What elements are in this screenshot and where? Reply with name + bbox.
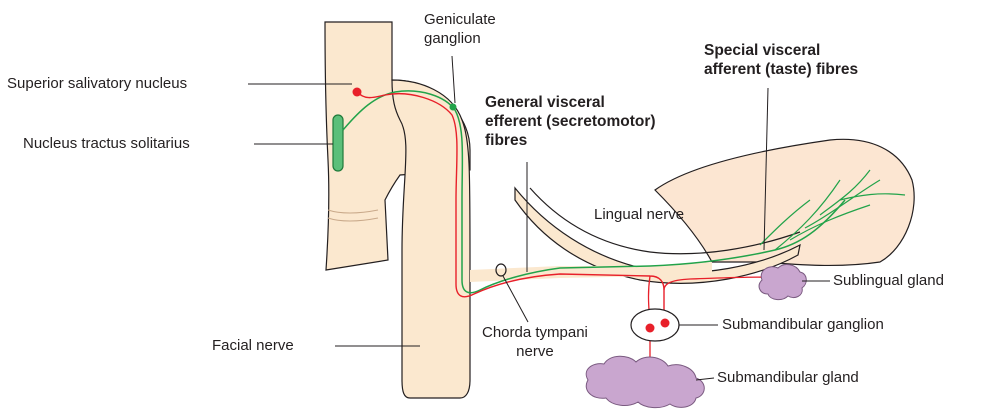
label-nucleus-tractus-solitarius: Nucleus tractus solitarius [23,134,190,153]
label-chorda-tympani-line-2: nerve [482,342,588,361]
label-sublingual-gland: Sublingual gland [833,271,944,290]
label-geniculate-ganglion: Geniculate ganglion [424,10,496,48]
label-general-visceral-line-2: efferent (secretomotor) [485,112,656,131]
label-chorda-tympani-nerve: Chorda tympani nerve [482,323,588,361]
leader-geniculate [452,56,455,103]
label-geniculate-line-1: Geniculate [424,10,496,29]
submandibular-ganglion-dot [661,319,670,328]
label-special-visceral-line-2: afferent (taste) fibres [704,60,858,79]
label-special-visceral-afferent: Special visceral afferent (taste) fibres [704,41,858,79]
label-chorda-tympani-line-1: Chorda tympani [482,323,588,342]
label-special-visceral-line-1: Special visceral [704,41,858,60]
label-geniculate-line-2: ganglion [424,29,496,48]
label-facial-nerve: Facial nerve [212,336,294,355]
facial-nerve-trunk [392,80,470,398]
label-submandibular-gland: Submandibular gland [717,368,859,387]
nucleus-tractus-solitarius-shape [333,115,343,171]
label-lingual-nerve: Lingual nerve [594,205,684,224]
sublingual-gland-shape [759,265,806,300]
label-general-visceral-efferent: General visceral efferent (secretomotor)… [485,93,656,150]
submandibular-gland-shape [586,356,704,407]
submandibular-ganglion-dot [646,324,655,333]
label-submandibular-ganglion: Submandibular ganglion [722,315,884,334]
submandibular-ganglion-shape [631,309,679,341]
superior-salivatory-nucleus-dot [353,88,362,97]
label-general-visceral-line-1: General visceral [485,93,656,112]
label-general-visceral-line-3: fibres [485,131,656,150]
geniculate-ganglion-dot [450,104,457,111]
leader-chorda-tympani [503,276,528,322]
label-superior-salivatory-nucleus: Superior salivatory nucleus [7,74,187,93]
